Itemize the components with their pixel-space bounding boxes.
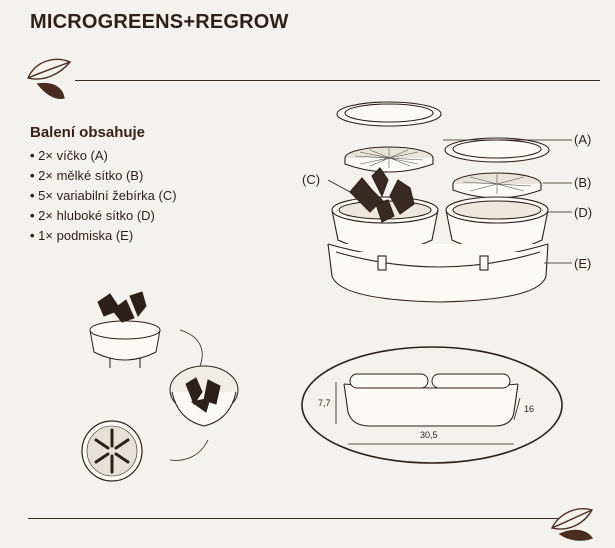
step-2-illustration	[169, 365, 239, 427]
step-1-illustration	[89, 291, 161, 368]
contents-heading: Balení obsahuje	[30, 124, 146, 141]
top-divider	[75, 80, 600, 81]
arrow-step-1	[179, 329, 203, 367]
leaf-icon-bottom	[550, 508, 594, 541]
leaf-icon-top	[27, 58, 72, 99]
step-3-illustration	[81, 420, 143, 482]
dimension-height: 7,7	[318, 398, 331, 408]
label-e: (E)	[574, 256, 592, 271]
arrow-step-2	[169, 439, 209, 461]
label-b: (B)	[574, 175, 592, 190]
page-title: MICROGREENS+REGROW	[30, 11, 289, 33]
contents-list: 2× víčko (A) 2× mělké sítko (B) 5× varia…	[30, 146, 177, 246]
dimension-illustration	[301, 346, 563, 464]
label-a: (A)	[574, 132, 592, 147]
list-item: 2× mělké sítko (B)	[30, 166, 177, 186]
bottom-divider	[28, 518, 558, 519]
label-c: (C)	[302, 172, 321, 187]
list-item: 1× podmiska (E)	[30, 226, 177, 246]
dimension-depth: 16	[524, 404, 535, 414]
label-leaders	[327, 139, 572, 264]
list-item: 2× hluboké sítko (D)	[30, 206, 177, 226]
exploded-view-illustration	[327, 101, 550, 303]
dimension-width: 30,5	[420, 430, 438, 440]
label-d: (D)	[574, 205, 593, 220]
list-item: 2× víčko (A)	[30, 146, 177, 166]
package-contents: Balení obsahuje 2× víčko (A) 2× mělké sí…	[30, 124, 177, 246]
list-item: 5× variabilní žebírka (C)	[30, 186, 176, 206]
